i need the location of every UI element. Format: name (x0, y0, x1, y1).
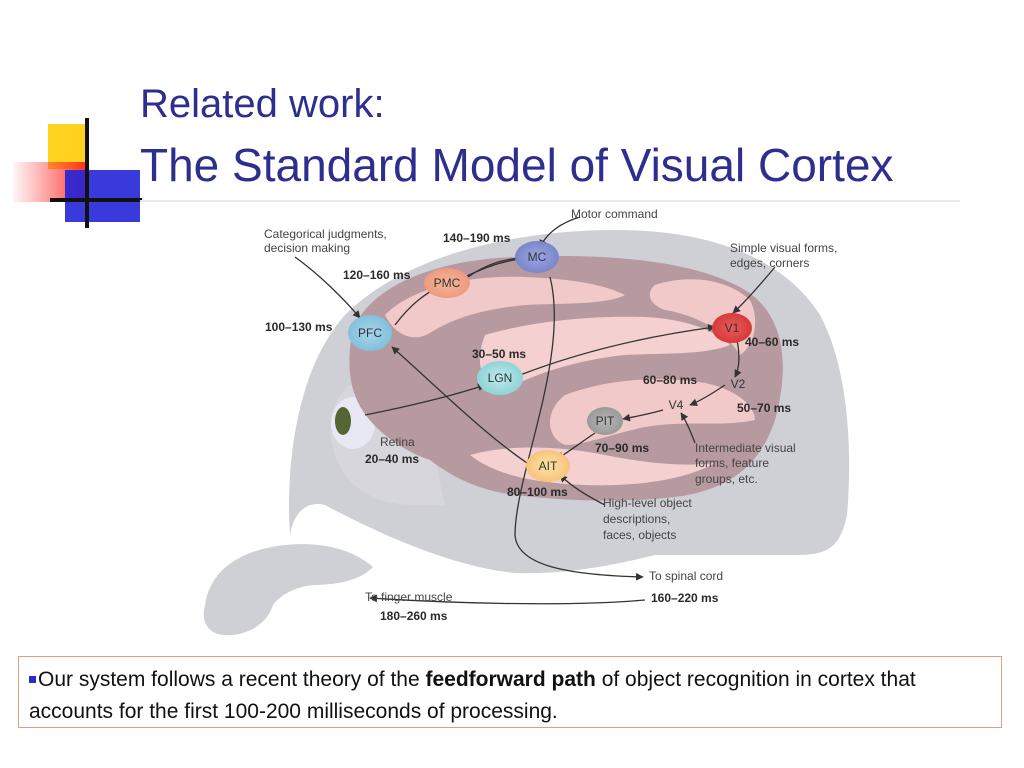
lgn-time: 30–50 ms (472, 347, 526, 361)
v1-time: 40–60 ms (745, 335, 799, 349)
highlevel-label-2: descriptions, (603, 512, 670, 526)
node-pmc (424, 268, 470, 298)
spinal-cord-time: 160–220 ms (651, 591, 719, 605)
visual-cortex-diagram: MC PMC PFC LGN V1 V2 V4 PIT AIT 140–190 … (203, 207, 850, 636)
node-v2-label: V2 (731, 377, 746, 391)
arrow-simple-v1 (732, 266, 776, 314)
node-pfc (348, 315, 392, 351)
slide-logo-decoration (13, 118, 142, 228)
pit-time: 70–90 ms (595, 441, 649, 455)
intermediate-label-3: groups, etc. (695, 472, 758, 486)
arrow-v1-v2 (734, 339, 742, 378)
title-divider (140, 200, 960, 202)
categorical-label-2: decision making (264, 241, 350, 255)
arrow-intermediate-v4 (680, 412, 696, 444)
arrow-categorical-pfc (294, 256, 361, 319)
node-mc (515, 241, 559, 273)
mc-time: 140–190 ms (443, 231, 511, 245)
node-pit (587, 407, 623, 435)
intermediate-label-2: forms, feature (695, 456, 769, 470)
node-ait (526, 450, 570, 482)
arrow-mc-spinal (514, 276, 644, 581)
categorical-label-1: Categorical judgments, (264, 227, 387, 241)
node-mc-label: MC (528, 250, 547, 264)
pmc-time: 120–160 ms (343, 268, 411, 282)
node-pfc-label: PFC (358, 326, 382, 340)
v2-time: 50–70 ms (737, 401, 791, 415)
node-pmc-label: PMC (434, 276, 461, 290)
arrow-to-finger (369, 594, 646, 605)
motor-command-label: Motor command (571, 207, 658, 221)
pfc-time: 100–130 ms (265, 320, 333, 334)
finger-muscle-time: 180–260 ms (380, 609, 448, 623)
arrow-v4-pit (622, 409, 664, 422)
slide-title-line2: The Standard Model of Visual Cortex (140, 139, 894, 191)
caption-text-end: of object recognition in cortex that acc… (29, 668, 916, 723)
ait-time: 80–100 ms (507, 485, 568, 499)
finger-muscle-label: To finger muscle (365, 590, 453, 604)
node-v4-label: V4 (669, 398, 684, 412)
retina-label: Retina (380, 435, 415, 449)
caption-text-start: Our system follows a recent theory of th… (38, 668, 426, 691)
arrow-v2-v4 (689, 384, 726, 407)
caption-bold-term: feedforward path (425, 668, 596, 691)
simple-forms-label-1: Simple visual forms, (730, 241, 837, 255)
arrow-retina-lgn (364, 383, 486, 416)
node-v1-label: V1 (725, 321, 740, 335)
simple-forms-label-2: edges, corners (730, 256, 809, 270)
caption-box: Our system follows a recent theory of th… (18, 656, 1002, 728)
node-lgn-label: LGN (488, 371, 513, 385)
bullet-icon (29, 676, 36, 683)
hand-silhouette (203, 544, 373, 636)
eye-lens (335, 407, 351, 435)
spinal-cord-label: To spinal cord (649, 569, 723, 583)
node-ait-label: AIT (539, 459, 558, 473)
highlevel-label-1: High-level object (603, 496, 692, 510)
node-v1 (712, 313, 752, 343)
v4-time: 60–80 ms (643, 373, 697, 387)
highlevel-label-3: faces, objects (603, 528, 676, 542)
node-lgn (477, 361, 523, 395)
node-pit-label: PIT (596, 414, 615, 428)
intermediate-label-1: Intermediate visual (695, 441, 796, 455)
arrow-ait-pfc (391, 346, 531, 466)
slide-title-line1: Related work: (140, 82, 385, 126)
arrow-lgn-v1 (519, 324, 716, 376)
retina-time: 20–40 ms (365, 452, 419, 466)
